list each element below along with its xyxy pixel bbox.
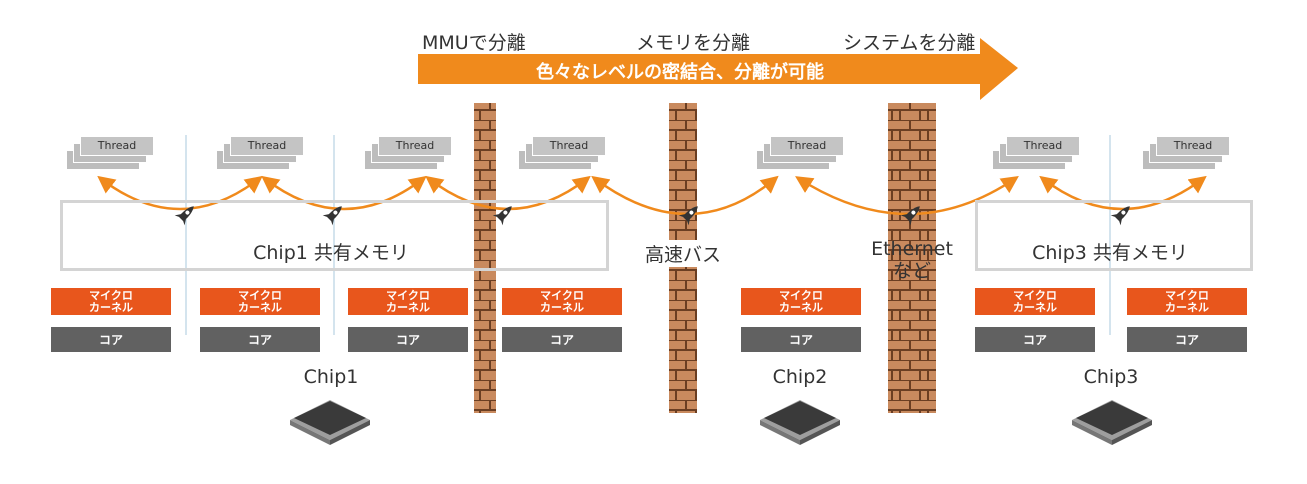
thread-stack: Thread bbox=[756, 136, 854, 170]
micro-kernel-box: マイクロ カーネル bbox=[1127, 288, 1247, 315]
thread-stack: Thread bbox=[992, 136, 1090, 170]
comm-arrow bbox=[97, 175, 263, 211]
chip-icon bbox=[1072, 400, 1152, 445]
micro-kernel-box: マイクロ カーネル bbox=[51, 288, 171, 315]
core-box: コア bbox=[200, 327, 320, 352]
thread-stack: Thread bbox=[66, 136, 164, 170]
chip-icon bbox=[760, 400, 840, 445]
arrow-caption: 色々なレベルの密結合、分離が可能 bbox=[536, 62, 824, 83]
core-box: コア bbox=[348, 327, 468, 352]
separation-arrow bbox=[418, 38, 1018, 100]
comm-arrow bbox=[1039, 175, 1207, 211]
label-memory-separation: メモリを分離 bbox=[636, 32, 751, 54]
micro-kernel-box: マイクロ カーネル bbox=[502, 288, 622, 315]
brick-wall-3 bbox=[888, 103, 936, 413]
chip-icon bbox=[290, 400, 370, 445]
chip3-shared-memory-box bbox=[975, 200, 1253, 271]
chip1-label: Chip1 bbox=[303, 366, 359, 388]
rocket-icon bbox=[492, 206, 512, 226]
chip1-shared-memory-box bbox=[60, 200, 609, 271]
comm-arrow bbox=[261, 175, 427, 211]
core-box: コア bbox=[975, 327, 1095, 352]
core-box: コア bbox=[502, 327, 622, 352]
chip3-shared-memory-label: Chip3 共有メモリ bbox=[1032, 242, 1188, 264]
micro-kernel-box: マイクロ カーネル bbox=[975, 288, 1095, 315]
micro-kernel-box: マイクロ カーネル bbox=[200, 288, 320, 315]
thread-stack: Thread bbox=[364, 136, 462, 170]
chip1-shared-memory-label: Chip1 共有メモリ bbox=[253, 242, 409, 264]
chip3-label: Chip3 bbox=[1083, 366, 1139, 388]
label-system-separation: システムを分離 bbox=[843, 32, 976, 54]
rocket-icon bbox=[322, 206, 342, 226]
rocket-icon bbox=[678, 206, 698, 226]
thread-stack: Thread bbox=[216, 136, 314, 170]
micro-kernel-box: マイクロ カーネル bbox=[348, 288, 468, 315]
core-box: コア bbox=[51, 327, 171, 352]
thread-stack: Thread bbox=[1142, 136, 1240, 170]
high-speed-bus-label: 高速バス bbox=[642, 240, 724, 267]
core-box: コア bbox=[741, 327, 861, 352]
rocket-icon bbox=[1110, 206, 1130, 226]
chip2-label: Chip2 bbox=[772, 366, 828, 388]
label-mmu-separation: MMUで分離 bbox=[422, 32, 526, 54]
rocket-icon bbox=[900, 206, 920, 226]
thread-stack: Thread bbox=[518, 136, 616, 170]
ethernet-label: Ethernet など bbox=[871, 238, 953, 282]
rocket-icon bbox=[174, 206, 194, 226]
core-box: コア bbox=[1127, 327, 1247, 352]
micro-kernel-box: マイクロ カーネル bbox=[741, 288, 861, 315]
